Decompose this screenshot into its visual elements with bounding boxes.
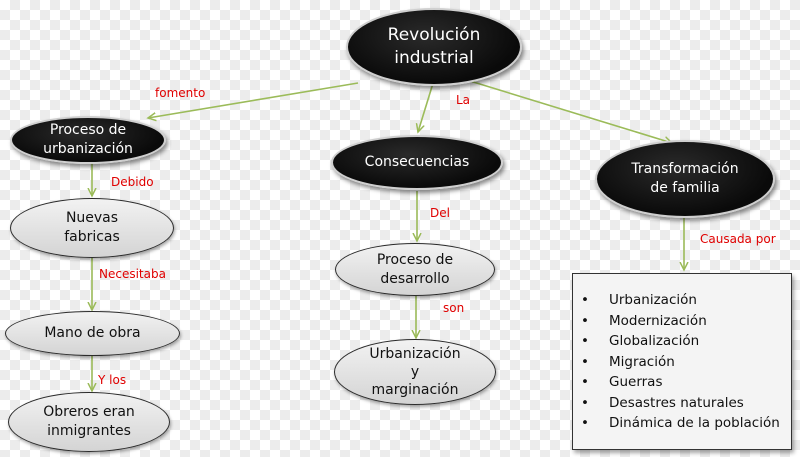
causes-list: Urbanización Modernización Globalización…	[581, 290, 791, 434]
node-proceso-desarrollo: Proceso de desarrollo	[335, 243, 495, 296]
list-item: Desastres naturales	[581, 393, 791, 414]
label-del: Del	[430, 206, 450, 220]
list-item: Modernización	[581, 311, 791, 332]
list-item: Dinámica de la población	[581, 413, 791, 434]
label-causada-por: Causada por	[700, 232, 776, 246]
node-urbanizacion-marginacion-text: Urbanización y marginación	[369, 345, 461, 399]
list-item: Migración	[581, 352, 791, 373]
label-la: La	[456, 93, 471, 107]
node-revolucion-industrial-text: Revolución industrial	[387, 25, 481, 68]
node-consecuencias: Consecuencias	[331, 135, 503, 190]
node-obreros-inmigrantes: Obreros eran inmigrantes	[8, 392, 170, 452]
label-y-los: Y los	[98, 373, 127, 387]
label-son: son	[443, 301, 465, 315]
label-necesitaba: Necesitaba	[99, 267, 166, 281]
node-transformacion-familia-text: Transformación de familia	[631, 161, 739, 196]
node-urbanizacion-marginacion: Urbanización y marginación	[334, 339, 496, 405]
node-nuevas-fabricas-text: Nuevas fabricas	[64, 210, 120, 245]
node-mano-de-obra-text: Mano de obra	[44, 325, 141, 342]
list-item: Urbanización	[581, 290, 791, 311]
node-consecuencias-text: Consecuencias	[364, 154, 470, 171]
node-transformacion-familia: Transformación de familia	[595, 140, 775, 218]
arrow-root-to-transformacion	[469, 80, 672, 143]
node-revolucion-industrial: Revolución industrial	[346, 8, 522, 86]
node-proceso-urbanizacion-text: Proceso de urbanización	[43, 122, 133, 157]
node-proceso-urbanizacion: Proceso de urbanización	[10, 116, 166, 164]
node-obreros-inmigrantes-text: Obreros eran inmigrantes	[43, 404, 135, 439]
label-fomento: fomento	[155, 86, 206, 100]
node-proceso-desarrollo-text: Proceso de desarrollo	[376, 251, 454, 287]
list-item: Guerras	[581, 372, 791, 393]
arrow-root-to-consecuencias	[418, 79, 435, 132]
list-item: Globalización	[581, 331, 791, 352]
node-mano-de-obra: Mano de obra	[5, 311, 180, 356]
node-nuevas-fabricas: Nuevas fabricas	[10, 198, 174, 258]
arrow-root-to-urbanizacion	[148, 82, 359, 118]
causes-list-box: Urbanización Modernización Globalización…	[572, 273, 792, 450]
label-debido: Debido	[111, 175, 154, 189]
